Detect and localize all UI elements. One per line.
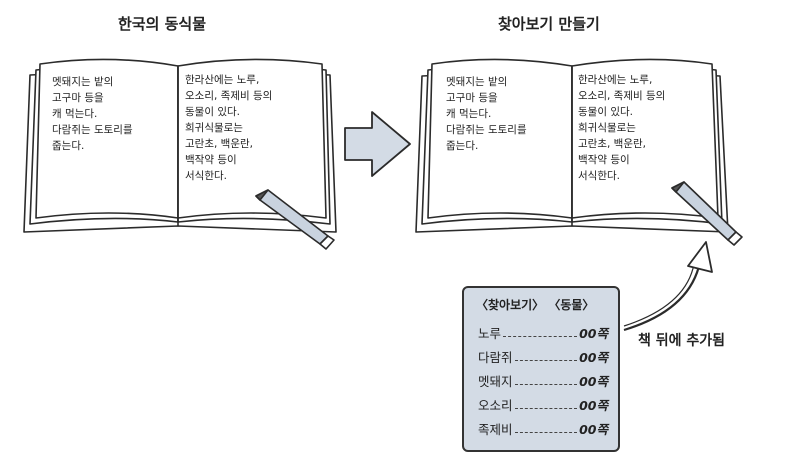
text-line: 고구마 등을 (52, 92, 104, 104)
text-line: 오소리, 족제비 등의 (185, 90, 273, 102)
left-title: 한국의 동식물 (118, 15, 207, 33)
index-entry-page: 00쪽 (579, 398, 608, 413)
text-line: 고구마 등을 (446, 92, 498, 104)
index-entry: 다람쥐 00쪽 (478, 348, 608, 366)
right-title: 찾아보기 만들기 (498, 15, 600, 33)
text-line: 오소리, 족제비 등의 (578, 90, 666, 102)
text-line: 서식한다. (185, 170, 227, 182)
text-line: 한라산에는 노루, (185, 74, 260, 86)
left-pencil-icon (255, 189, 335, 250)
right-book-right-page-text: 한라산에는 노루, 오소리, 족제비 등의 동물이 있다. 희귀식물로는 고란초… (578, 72, 665, 184)
right-book-left-page-text: 멧돼지는 밭의 고구마 등을 캐 먹는다. 다람쥐는 도토리를 줍는다. (446, 74, 527, 154)
text-line: 캐 먹는다. (52, 108, 98, 120)
text-line: 다람쥐는 도토리를 (52, 124, 133, 136)
leader-dots (514, 384, 578, 385)
left-book (23, 58, 337, 233)
text-line: 줍는다. (446, 140, 479, 152)
text-line: 고란초, 백운란, (185, 138, 253, 150)
text-line: 멧돼지는 밭의 (52, 76, 114, 88)
text-line: 백작약 등이 (185, 154, 237, 166)
left-book-right-page-text: 한라산에는 노루, 오소리, 족제비 등의 동물이 있다. 희귀식물로는 고란초… (185, 72, 272, 184)
index-box: 〈찾아보기〉 〈동물〉 노루 00쪽 다람쥐 00쪽 멧돼지 00쪽 오소리 0… (462, 286, 620, 452)
right-book (415, 58, 729, 233)
leader-dots (514, 432, 578, 433)
index-entry-name: 족제비 (478, 422, 513, 437)
leader-dots (514, 360, 578, 361)
leader-dots (514, 408, 578, 409)
text-line: 서식한다. (578, 170, 620, 182)
index-entry: 오소리 00쪽 (478, 396, 608, 414)
index-entry-page: 00쪽 (579, 374, 608, 389)
index-entry: 족제비 00쪽 (478, 420, 608, 438)
text-line: 동물이 있다. (578, 106, 633, 118)
text-line: 백작약 등이 (578, 154, 630, 166)
leader-dots (503, 336, 578, 337)
left-book-page-right (177, 58, 327, 219)
index-entry-name: 노루 (478, 326, 502, 341)
index-entry-name: 멧돼지 (478, 374, 513, 389)
index-title: 〈찾아보기〉 〈동물〉 (476, 298, 595, 312)
added-annotation: 책 뒤에 추가됨 (638, 333, 726, 349)
text-line: 동물이 있다. (185, 106, 240, 118)
text-line: 다람쥐는 도토리를 (446, 124, 527, 136)
text-line: 멧돼지는 밭의 (446, 76, 508, 88)
process-arrow-icon (344, 111, 411, 177)
index-entry-name: 오소리 (478, 398, 513, 413)
text-line: 희귀식물로는 (185, 122, 243, 134)
left-book-left-page-text: 멧돼지는 밭의 고구마 등을 캐 먹는다. 다람쥐는 도토리를 줍는다. (52, 74, 133, 154)
curved-arrow-icon (623, 241, 713, 332)
text-line: 고란초, 백운란, (578, 138, 646, 150)
text-line: 캐 먹는다. (446, 108, 492, 120)
index-entry: 멧돼지 00쪽 (478, 372, 608, 390)
text-line: 한라산에는 노루, (578, 74, 653, 86)
index-entry: 노루 00쪽 (478, 324, 608, 342)
right-pencil-icon (671, 181, 743, 246)
text-line: 줍는다. (52, 140, 85, 152)
index-entry-page: 00쪽 (579, 326, 608, 341)
index-entry-name: 다람쥐 (478, 350, 513, 365)
index-entry-page: 00쪽 (579, 422, 608, 437)
text-line: 희귀식물로는 (578, 122, 636, 134)
index-entry-page: 00쪽 (579, 350, 608, 365)
